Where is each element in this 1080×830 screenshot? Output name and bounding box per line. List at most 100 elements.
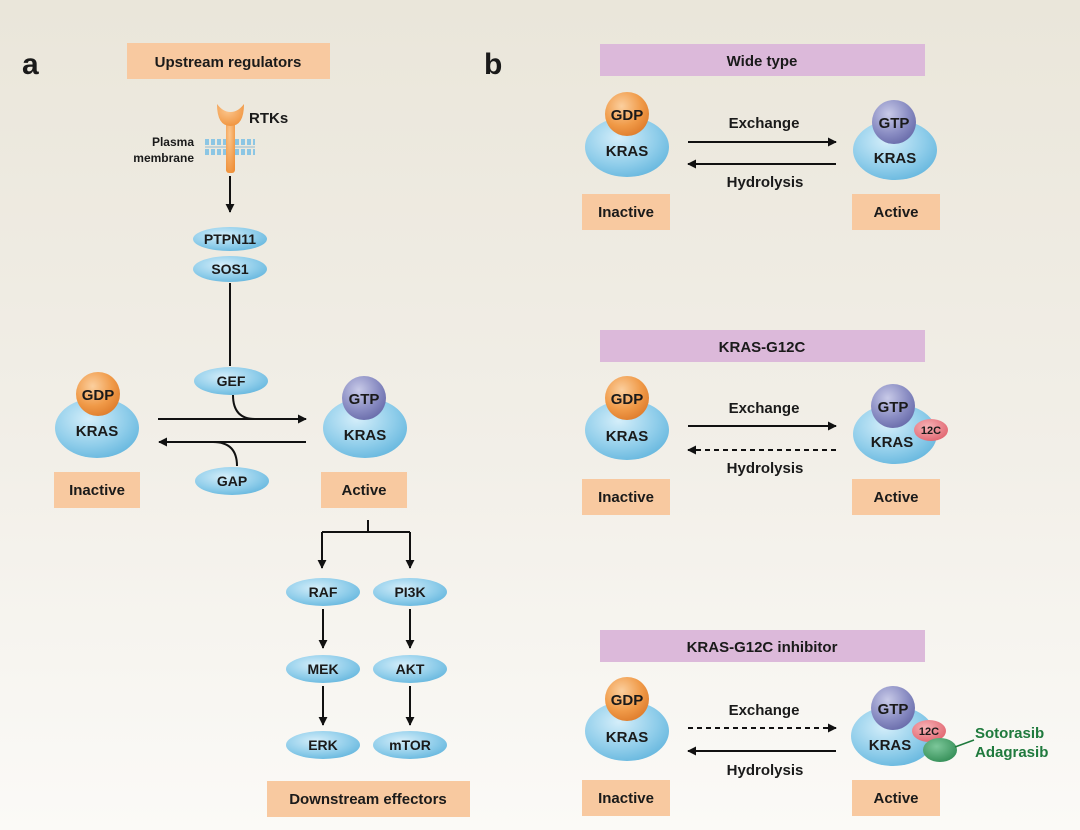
kras-inactive-node — [55, 398, 139, 458]
upstream-label-box — [127, 43, 330, 79]
mek-label: MEK — [307, 661, 338, 677]
gdp-label: GDP — [82, 387, 115, 404]
g12c-mutation-badge — [914, 419, 948, 441]
gdp-node — [76, 372, 120, 416]
raf-label: RAF — [309, 584, 338, 600]
active-label: Active — [873, 204, 918, 221]
gef-curve — [232, 394, 256, 420]
gtp-label: GTP — [879, 115, 910, 132]
hydrolysis-label: Hydrolysis — [727, 174, 804, 191]
kras-gtp-node — [851, 706, 935, 766]
inhibitor-drug-node — [923, 738, 957, 762]
exchange-label: Exchange — [729, 115, 800, 132]
inactive-box — [582, 780, 670, 816]
gtp-node — [872, 100, 916, 144]
gtp-label: GTP — [878, 701, 909, 718]
membrane-label-1: Plasma — [152, 135, 194, 149]
kras-active-label: KRAS — [344, 427, 387, 444]
g12c-title: KRAS-G12C — [719, 339, 806, 356]
erk-label: ERK — [308, 737, 338, 753]
active-box — [852, 194, 940, 230]
mutation-label: 12C — [919, 726, 939, 738]
active-label: Active — [873, 489, 918, 506]
drug-label-2: Adagrasib — [975, 744, 1048, 761]
gtp-label: GTP — [878, 399, 909, 416]
kras-inactive-label: KRAS — [76, 423, 119, 440]
exchange-label: Exchange — [729, 702, 800, 719]
drug-leader-line — [954, 739, 975, 748]
downstream-label: Downstream effectors — [289, 791, 447, 808]
wild-type-title: Wide type — [727, 53, 798, 70]
gtp-node — [342, 376, 386, 420]
kras-label: KRAS — [606, 729, 649, 746]
g12c-row: KRAS-G12C GDP KRAS GTP KRAS 12C Exchange… — [582, 330, 948, 515]
exchange-label: Exchange — [729, 400, 800, 417]
panel-b-letter: b — [484, 48, 502, 81]
rtks-label: RTKs — [249, 110, 288, 127]
gef-node — [194, 367, 268, 395]
hydrolysis-label: Hydrolysis — [727, 460, 804, 477]
g12c-title-box — [600, 330, 925, 362]
wild-type-row: Wide type GDP KRAS GTP KRAS Exchange Hyd… — [582, 44, 940, 230]
mtor-label: mTOR — [389, 737, 431, 753]
inactive-label: Inactive — [598, 204, 654, 221]
sos1-node — [193, 256, 267, 282]
akt-node — [373, 655, 447, 683]
gdp-label: GDP — [611, 107, 644, 124]
inhibitor-title-box — [600, 630, 925, 662]
ptpn11-label: PTPN11 — [204, 231, 256, 247]
kras-label: KRAS — [874, 150, 917, 167]
drug-label-1: Sotorasib — [975, 725, 1044, 742]
sos1-label: SOS1 — [211, 261, 249, 277]
gtp-node — [871, 686, 915, 730]
kras-label: KRAS — [869, 737, 912, 754]
gap-curve — [212, 441, 238, 467]
membrane-label-2: membrane — [133, 151, 194, 165]
kras-label: KRAS — [871, 434, 914, 451]
gdp-label: GDP — [611, 692, 644, 709]
g12c-mutation-badge — [912, 720, 946, 742]
inactive-box — [582, 194, 670, 230]
inactive-label: Inactive — [598, 790, 654, 807]
akt-label: AKT — [396, 661, 425, 677]
kras-active-node — [323, 398, 407, 458]
kras-gdp-node — [585, 117, 669, 177]
hydrolysis-label: Hydrolysis — [727, 762, 804, 779]
gap-label: GAP — [217, 473, 247, 489]
gdp-node — [605, 376, 649, 420]
inactive-label: Inactive — [598, 489, 654, 506]
mek-node — [286, 655, 360, 683]
inactive-box — [582, 479, 670, 515]
kras-label: KRAS — [606, 143, 649, 160]
gdp-label: GDP — [611, 391, 644, 408]
pi3k-node — [373, 578, 447, 606]
mutation-label: 12C — [921, 425, 941, 437]
kras-gdp-node — [585, 701, 669, 761]
mtor-node — [373, 731, 447, 759]
rtk-receptor-icon — [205, 104, 255, 173]
downstream-branch — [317, 520, 415, 569]
kras-gtp-node — [853, 120, 937, 180]
g12c-inhibitor-row: KRAS-G12C inhibitor GDP KRAS GTP KRAS 12… — [582, 630, 1048, 816]
pi3k-label: PI3K — [394, 584, 425, 600]
active-label-a: Active — [341, 482, 386, 499]
active-box-a — [321, 472, 407, 508]
wild-type-title-box — [600, 44, 925, 76]
gdp-node — [605, 677, 649, 721]
gap-node — [195, 467, 269, 495]
gef-label: GEF — [217, 373, 246, 389]
inactive-box-a — [54, 472, 140, 508]
ptpn11-node — [193, 227, 267, 251]
downstream-label-box — [267, 781, 470, 817]
panel-a-letter: a — [22, 48, 39, 81]
raf-node — [286, 578, 360, 606]
kras-gdp-node — [585, 400, 669, 460]
gtp-node — [871, 384, 915, 428]
active-box — [852, 780, 940, 816]
kras-gtp-node — [853, 404, 937, 464]
erk-node — [286, 731, 360, 759]
active-label: Active — [873, 790, 918, 807]
inhibitor-title: KRAS-G12C inhibitor — [687, 639, 838, 656]
